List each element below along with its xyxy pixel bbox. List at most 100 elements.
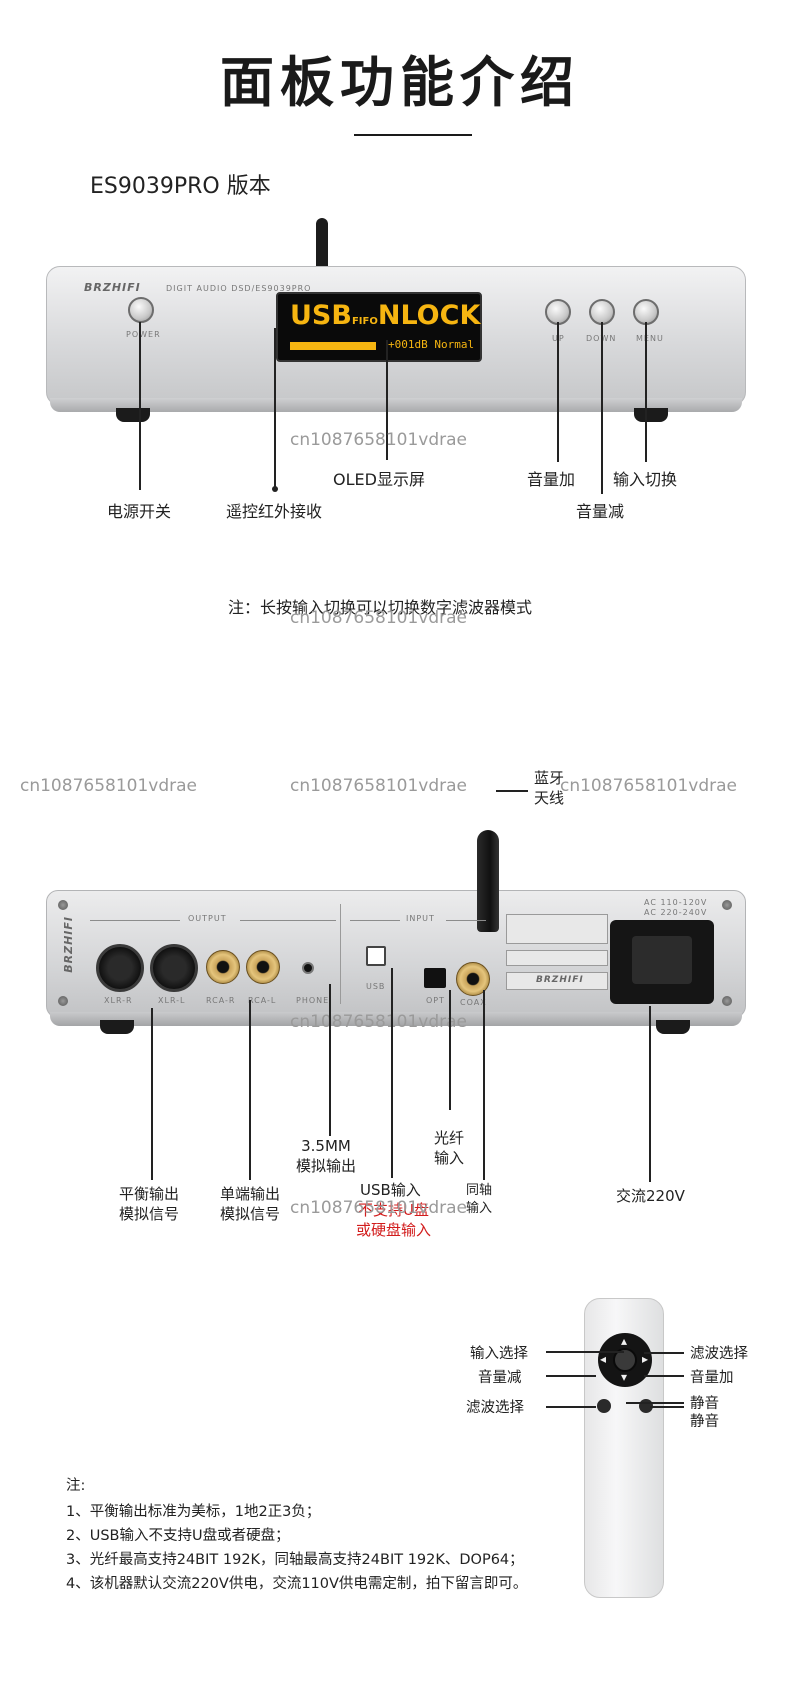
output-rule bbox=[90, 920, 180, 921]
screw bbox=[58, 900, 68, 910]
callout-line-balanced bbox=[151, 1008, 153, 1180]
device-foot bbox=[116, 408, 150, 422]
title-underline bbox=[354, 134, 472, 136]
coax-text: COAX bbox=[460, 998, 487, 1007]
remote-dpad[interactable]: ▴ ▾ ◂ ▸ bbox=[598, 1333, 652, 1387]
remote-filter-button[interactable] bbox=[597, 1399, 611, 1413]
watermark: cn1087658101vdrae bbox=[290, 776, 467, 796]
front-antenna bbox=[316, 218, 328, 274]
label-usb-warning: 不支持U盘 或硬盘输入 bbox=[356, 1200, 431, 1240]
oled-volume-text: +001dB Normal bbox=[388, 338, 475, 351]
callout-line-vol-down bbox=[546, 1375, 596, 1377]
callout-line-power bbox=[139, 322, 141, 490]
ac-text-2: AC 220-240V bbox=[644, 908, 708, 917]
rca-l-text: RCA-L bbox=[248, 996, 277, 1005]
callout-line-input bbox=[645, 322, 647, 462]
oled-source: USB bbox=[290, 300, 352, 331]
remote-label-input-select: 输入选择 bbox=[470, 1346, 528, 1362]
label-ac: 交流220V bbox=[616, 1187, 685, 1205]
down-text: DOWN bbox=[586, 334, 616, 343]
front-model: DIGIT AUDIO DSD/ES9039PRO bbox=[166, 284, 312, 293]
section-divider bbox=[340, 904, 341, 1004]
remote-up-icon: ▴ bbox=[621, 1334, 628, 1348]
watermark: cn1087658101vdrae bbox=[290, 608, 467, 628]
xlr-l-text: XLR-L bbox=[158, 996, 186, 1005]
callout-line-vol-up bbox=[644, 1375, 684, 1377]
label-bt-line1: 蓝牙 bbox=[534, 769, 565, 787]
watermark: cn1087658101vdrae bbox=[560, 776, 737, 796]
power-button[interactable] bbox=[128, 297, 154, 323]
xlr-r-text: XLR-R bbox=[104, 996, 133, 1005]
rear-base bbox=[50, 1012, 742, 1026]
remote-label-filter-right: 滤波选择 bbox=[690, 1346, 748, 1362]
front-base bbox=[50, 398, 742, 412]
label-coax-line2: 输入 bbox=[466, 1201, 493, 1216]
remote-control: ▴ ▾ ◂ ▸ bbox=[584, 1298, 664, 1598]
label-35mm-line1: 3.5MM bbox=[301, 1137, 351, 1155]
ac-power-socket bbox=[610, 920, 714, 1004]
remote-label-mute-1: 静音 bbox=[690, 1396, 719, 1412]
watermark: cn1087658101vdrae bbox=[290, 1198, 467, 1218]
version-label: ES9039PRO 版本 bbox=[90, 174, 271, 199]
oled-main-line: USBFIFONLOCK bbox=[290, 300, 480, 331]
power-text: POWER bbox=[126, 330, 161, 339]
watermark: cn1087658101vdrae bbox=[20, 776, 197, 796]
oled-volume-bar bbox=[290, 342, 376, 350]
note-item: 4、该机器默认交流220V供电，交流110V供电需定制，拍下留言即可。 bbox=[66, 1576, 528, 1592]
remote-label-mute-2: 静音 bbox=[690, 1414, 719, 1430]
input-text: INPUT bbox=[406, 914, 435, 923]
label-usb-input: USB输入 bbox=[360, 1181, 421, 1199]
remote-label-vol-down: 音量减 bbox=[478, 1370, 522, 1386]
callout-line-ir bbox=[274, 328, 276, 490]
label-usb-warning-line1: 不支持U盘 bbox=[358, 1201, 429, 1219]
watermark: cn1087658101vdrae bbox=[290, 430, 467, 450]
callout-line-coax bbox=[483, 990, 485, 1180]
label-ir: 遥控红外接收 bbox=[226, 502, 323, 521]
label-optical-line1: 光纤 bbox=[434, 1129, 465, 1147]
label-35mm-line2: 模拟输出 bbox=[296, 1157, 357, 1175]
label-balanced-line1: 平衡输出 bbox=[119, 1185, 180, 1203]
xlr-left-jack bbox=[150, 944, 198, 992]
remote-label-filter-left: 滤波选择 bbox=[466, 1400, 524, 1416]
front-brand: BRZHIFI bbox=[84, 281, 141, 294]
oled-fifo: FIFO bbox=[351, 316, 378, 327]
up-button[interactable] bbox=[545, 299, 571, 325]
ac-socket-inner bbox=[632, 936, 692, 984]
label-optical-line2: 输入 bbox=[434, 1149, 465, 1167]
phone-text: PHONE bbox=[296, 996, 330, 1005]
remote-label-vol-up: 音量加 bbox=[690, 1370, 734, 1386]
rca-right-jack bbox=[206, 950, 240, 984]
screw bbox=[722, 900, 732, 910]
opt-text: OPT bbox=[426, 996, 446, 1005]
rca-r-text: RCA-R bbox=[206, 996, 236, 1005]
screw bbox=[722, 996, 732, 1006]
label-usb-warning-line2: 或硬盘输入 bbox=[356, 1221, 432, 1239]
oled-status: NLOCK bbox=[377, 300, 481, 331]
label-optical: 光纤 输入 bbox=[434, 1128, 464, 1168]
remote-left-icon: ◂ bbox=[600, 1352, 607, 1366]
device-foot bbox=[634, 408, 668, 422]
note-item: 3、光纤最高支持24BIT 192K，同轴最高支持24BIT 192K、DOP6… bbox=[66, 1552, 524, 1568]
remote-down-icon: ▾ bbox=[621, 1370, 628, 1384]
oled-display: USBFIFONLOCK +001dB Normal bbox=[276, 292, 482, 362]
label-coax: 同轴 输入 bbox=[466, 1182, 492, 1218]
label-35mm: 3.5MM 模拟输出 bbox=[296, 1136, 356, 1176]
bt-antenna bbox=[477, 830, 499, 932]
output-rule bbox=[240, 920, 336, 921]
usb-port bbox=[366, 946, 386, 966]
rear-brand: BRZHIFI bbox=[62, 916, 75, 973]
label-single-line2: 模拟信号 bbox=[220, 1205, 281, 1223]
label-vol-down: 音量减 bbox=[576, 502, 625, 521]
front-note: 注：长按输入切换可以切换数字滤波器模式 bbox=[228, 598, 533, 617]
label-single-line1: 单端输出 bbox=[220, 1185, 281, 1203]
device-foot bbox=[656, 1020, 690, 1034]
rca-left-jack bbox=[246, 950, 280, 984]
remote-right-icon: ▸ bbox=[642, 1352, 649, 1366]
usb-text: USB bbox=[366, 982, 386, 991]
label-oled: OLED显示屏 bbox=[333, 470, 425, 489]
menu-button[interactable] bbox=[633, 299, 659, 325]
callout-line-opt bbox=[449, 990, 451, 1110]
screw bbox=[58, 996, 68, 1006]
callout-line-mute-2 bbox=[650, 1406, 684, 1408]
brand-label bbox=[506, 972, 608, 990]
